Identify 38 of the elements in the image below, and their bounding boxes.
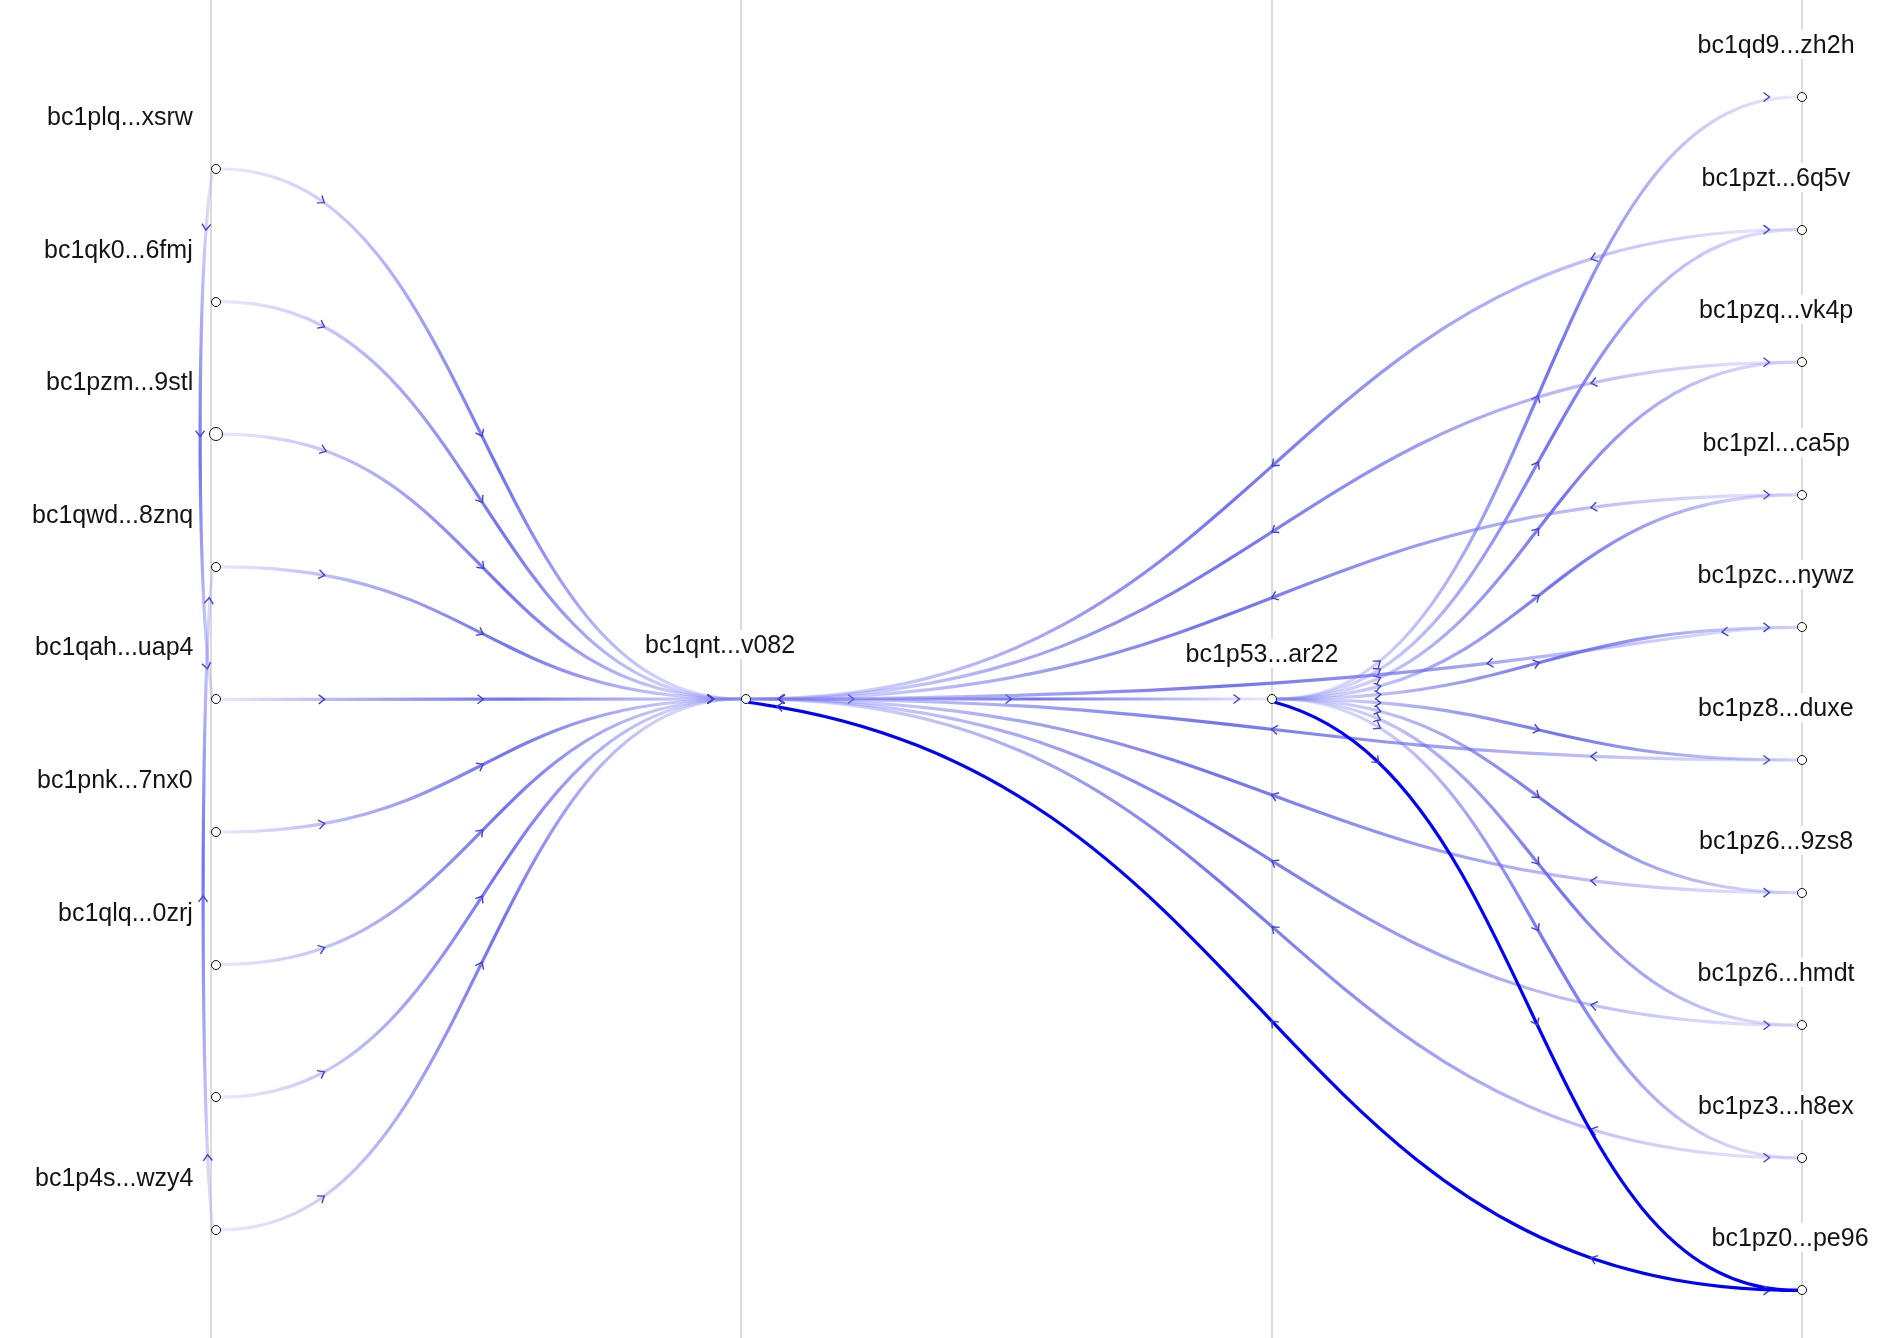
address-label: bc1p53...ar22 [1184, 639, 1340, 668]
flow-arrow [747, 700, 1799, 1292]
circle-node [1797, 1152, 1807, 1163]
circle-node [211, 694, 221, 705]
address-label: bc1pz6...hmdt [1696, 958, 1856, 988]
circle-node [1797, 357, 1807, 368]
circle-node [1797, 489, 1807, 500]
address-label: bc1pz0...pe96 [1710, 1223, 1870, 1253]
circle-node [211, 1224, 221, 1235]
address-label: bc1qnt...v082 [644, 630, 797, 659]
circle-node [211, 296, 221, 307]
address-label: bc1qd9...zh2h [1696, 30, 1856, 59]
address-label: bc1pzc...nywz [1696, 560, 1856, 590]
circle-node [1797, 887, 1807, 898]
circle-node [741, 694, 751, 704]
circle-node [211, 1092, 221, 1103]
circle-node [1797, 224, 1807, 235]
circle-node [211, 164, 221, 174]
circle-node [1267, 694, 1277, 704]
circle-node [1797, 755, 1807, 765]
address-label: bc1pzq...vk4p [1698, 295, 1855, 325]
circle-node [209, 427, 223, 442]
flow-arrow [219, 695, 743, 1232]
address-label: bc1pz3...h8ex [1697, 1090, 1855, 1120]
circle-node [1797, 622, 1807, 633]
circle-node [1797, 1285, 1807, 1296]
address-label: bc1pz8...duxe [1697, 693, 1855, 722]
circle-node [211, 959, 221, 970]
circle-node [1797, 1020, 1807, 1031]
flow-arrow [195, 170, 215, 698]
circle-node [211, 561, 221, 572]
flow-arrow [198, 568, 215, 1228]
circle-node [211, 827, 221, 837]
address-label: bc1pzl...ca5p [1701, 427, 1851, 457]
flow-arrow [749, 695, 1799, 1160]
address-label: bc1pz6...9zs8 [1698, 825, 1855, 855]
circle-node [1797, 92, 1807, 102]
address-label: bc1pzt...6q5v [1700, 162, 1852, 192]
